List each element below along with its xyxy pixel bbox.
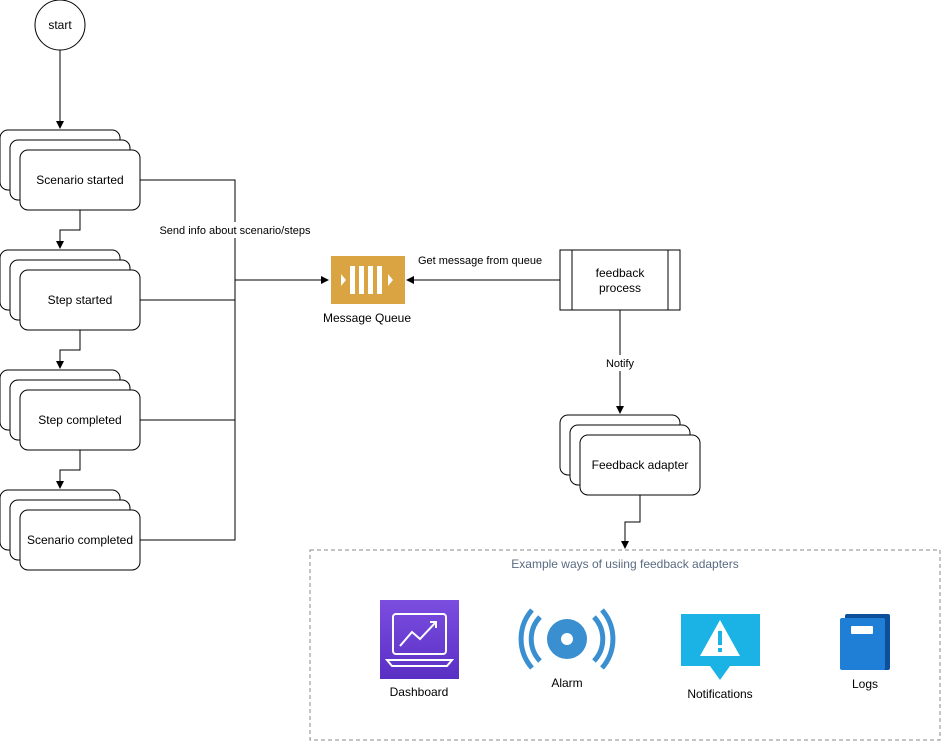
dashboard-example[interactable]: Dashboard — [380, 600, 459, 699]
send-info-label: Send info about scenario/steps — [159, 225, 311, 237]
feedback-adapter-label: Feedback adapter — [592, 458, 689, 472]
dashboard-label: Dashboard — [390, 685, 449, 699]
step-completed-label: Step completed — [38, 413, 121, 427]
notify-label: Notify — [606, 358, 635, 370]
edge-scenario-to-step — [56, 210, 81, 249]
edge-completed-to-scenario-completed — [56, 450, 81, 489]
feedback-process-node[interactable]: feedback process — [559, 249, 681, 311]
logs-label: Logs — [852, 677, 878, 691]
examples-group-title: Example ways of usiing feedback adapters — [511, 557, 738, 571]
scenario-completed-node[interactable]: Scenario completed — [0, 489, 141, 571]
logs-icon — [840, 614, 890, 670]
start-node[interactable]: start — [34, 0, 86, 51]
feedback-process-label-line1: feedback — [596, 266, 646, 280]
alarm-icon — [518, 608, 616, 670]
logs-example[interactable]: Logs — [840, 614, 890, 691]
start-label: start — [48, 18, 72, 32]
get-message-label: Get message from queue — [418, 255, 542, 267]
step-started-label: Step started — [48, 293, 113, 307]
alarm-example[interactable]: Alarm — [518, 608, 616, 690]
message-queue-node[interactable]: Message Queue — [323, 256, 411, 325]
notifications-label: Notifications — [687, 687, 752, 701]
message-queue-label: Message Queue — [323, 311, 411, 325]
feedback-adapter-node[interactable]: Feedback adapter — [559, 414, 701, 496]
scenario-started-label: Scenario started — [36, 173, 123, 187]
edge-adapter-to-examples — [621, 495, 641, 549]
notifications-example[interactable]: Notifications — [681, 614, 760, 701]
feedback-process-label-line2: process — [599, 281, 641, 295]
alarm-label: Alarm — [551, 676, 582, 690]
examples-group: Example ways of usiing feedback adapters — [309, 549, 941, 741]
scenario-completed-label: Scenario completed — [27, 533, 133, 547]
send-info-connectors — [140, 179, 329, 541]
notification-icon — [681, 614, 760, 680]
scenario-started-node[interactable]: Scenario started — [0, 129, 141, 211]
step-started-node[interactable]: Step started — [0, 249, 141, 331]
step-completed-node[interactable]: Step completed — [0, 369, 141, 451]
edge-step-to-completed — [56, 330, 81, 369]
